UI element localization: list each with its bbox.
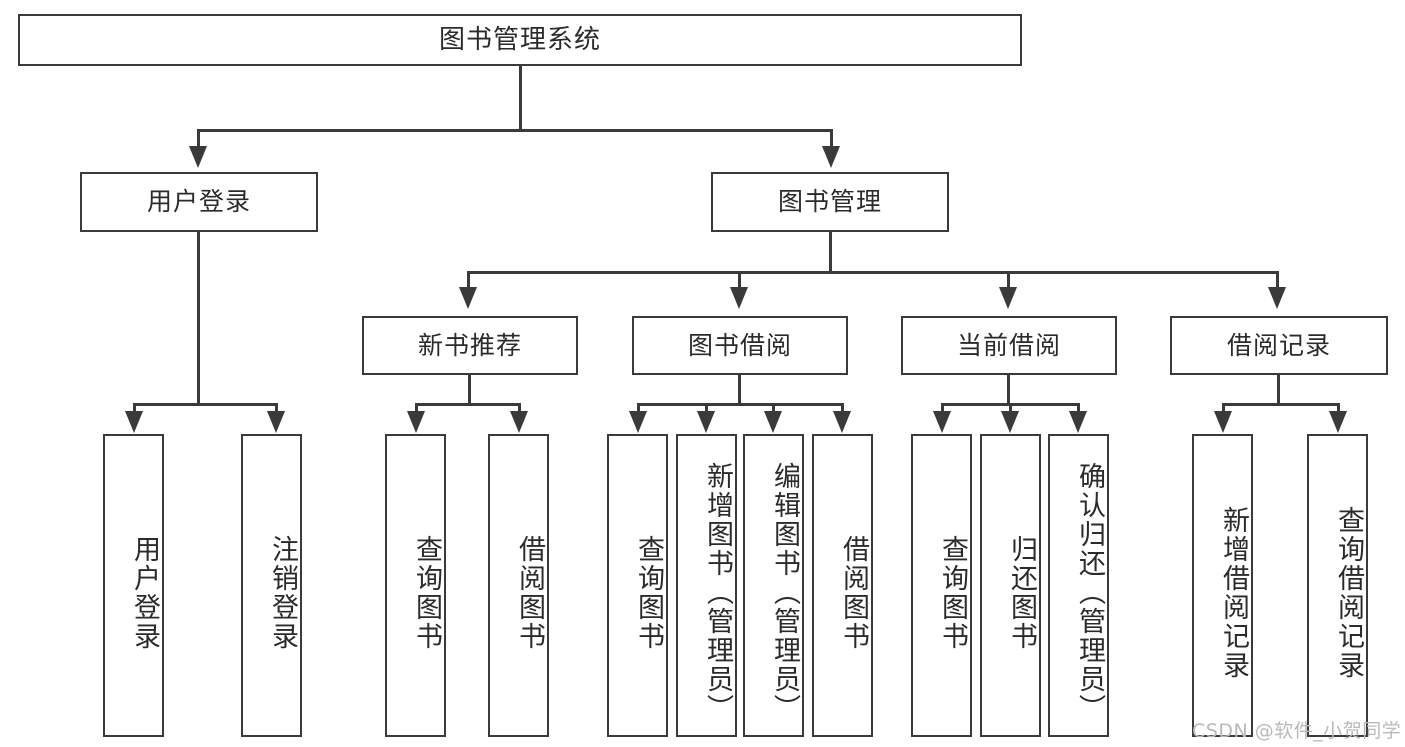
leaf-add-borrow-record[interactable]: 新增借阅记录: [1192, 434, 1253, 737]
node-root-system[interactable]: 图书管理系统: [18, 14, 1022, 66]
arrow-to-book-borrow: [730, 287, 748, 309]
node-label: 查询图书: [411, 534, 442, 651]
connector-new-book-drop-1: [415, 403, 418, 412]
node-book-manage[interactable]: 图书管理: [711, 172, 949, 232]
node-label: 当前借阅: [956, 330, 1061, 360]
arrow-to-leaf-confirm-return: [1069, 411, 1087, 433]
node-label: 新增借阅记录: [1218, 505, 1249, 680]
leaf-return-book[interactable]: 归还图书: [980, 434, 1041, 737]
node-book-borrow[interactable]: 图书借阅: [632, 316, 848, 375]
connector-book-borrow-drop-1: [637, 403, 640, 412]
arrow-to-leaf-query-book-b: [629, 411, 647, 433]
node-borrow-record[interactable]: 借阅记录: [1170, 316, 1388, 375]
node-label: 借阅图书: [838, 534, 869, 651]
leaf-borrow-book-newbook[interactable]: 借阅图书: [488, 434, 549, 737]
arrow-to-leaf-user-login: [125, 411, 143, 433]
connector-new-book-drop-2: [518, 403, 521, 412]
connector-book-borrow-drop-4: [841, 403, 844, 412]
node-label: 用户登录: [146, 187, 251, 217]
connector-borrow-record-stem: [1277, 375, 1280, 404]
arrow-to-borrow-record: [1268, 287, 1286, 309]
node-label: 注销登录: [267, 534, 298, 651]
arrow-to-leaf-query-book-c: [933, 411, 951, 433]
connector-level3-drop-3: [1007, 271, 1010, 288]
connector-current-borrow-drop-2: [1009, 403, 1012, 412]
connector-root-bus: [197, 129, 833, 132]
connector-book-manage-stem: [829, 232, 832, 272]
connector-borrow-record-bus: [1222, 403, 1340, 406]
connector-book-borrow-bus: [637, 403, 844, 406]
node-label: 借阅记录: [1226, 330, 1331, 360]
node-label: 查询图书: [633, 534, 664, 651]
leaf-query-book-current[interactable]: 查询图书: [911, 434, 972, 737]
arrow-to-leaf-add-record: [1214, 411, 1232, 433]
node-new-book-recommend[interactable]: 新书推荐: [362, 316, 578, 375]
leaf-query-borrow-record[interactable]: 查询借阅记录: [1307, 434, 1368, 737]
connector-level3-drop-2: [738, 271, 741, 288]
connector-root-drop-right: [830, 129, 833, 147]
connector-user-login-bus: [133, 403, 278, 406]
leaf-borrow-book[interactable]: 借阅图书: [812, 434, 873, 737]
arrow-to-new-book: [459, 287, 477, 309]
arrow-to-leaf-edit-book: [764, 411, 782, 433]
connector-current-borrow-drop-3: [1077, 403, 1080, 412]
connector-book-borrow-stem: [738, 375, 741, 404]
node-label: 确认归还（管理员）: [1074, 462, 1105, 723]
connector-book-borrow-drop-3: [772, 403, 775, 412]
node-label: 查询借阅记录: [1333, 505, 1364, 680]
connector-user-login-stem: [197, 232, 200, 404]
arrow-to-book-manage: [822, 146, 840, 168]
connector-borrow-record-drop-2: [1337, 403, 1340, 412]
connector-current-borrow-stem: [1007, 375, 1010, 404]
node-label: 图书借阅: [687, 330, 792, 360]
arrow-to-leaf-return-book: [1001, 411, 1019, 433]
arrow-to-leaf-query-book-a: [407, 411, 425, 433]
arrow-to-leaf-query-record: [1329, 411, 1347, 433]
arrow-to-leaf-borrow-book-b: [833, 411, 851, 433]
connector-borrow-record-drop-1: [1222, 403, 1225, 412]
arrow-to-leaf-add-book: [697, 411, 715, 433]
leaf-query-book-borrow[interactable]: 查询图书: [607, 434, 668, 737]
leaf-logout[interactable]: 注销登录: [241, 434, 302, 737]
node-label: 归还图书: [1006, 534, 1037, 651]
node-label: 编辑图书（管理员）: [769, 462, 800, 723]
connector-level3-drop-4: [1276, 271, 1279, 288]
node-label: 借阅图书: [514, 534, 545, 651]
node-current-borrow[interactable]: 当前借阅: [901, 316, 1117, 375]
node-label: 图书管理系统: [438, 24, 601, 55]
connector-level3-bus: [467, 271, 1279, 274]
connector-user-login-drop-1: [133, 403, 136, 412]
leaf-user-login[interactable]: 用户登录: [103, 434, 164, 737]
arrow-to-user-login: [189, 146, 207, 168]
connector-new-book-bus: [415, 403, 521, 406]
arrow-to-leaf-borrow-book-a: [510, 411, 528, 433]
connector-root-drop-left: [197, 129, 200, 147]
arrow-to-leaf-logout: [267, 411, 285, 433]
arrow-to-current-borrow: [999, 287, 1017, 309]
node-label: 查询图书: [937, 534, 968, 651]
leaf-query-book-newbook[interactable]: 查询图书: [385, 434, 446, 737]
node-label: 用户登录: [129, 534, 160, 651]
node-user-login[interactable]: 用户登录: [80, 172, 318, 232]
leaf-confirm-return-admin[interactable]: 确认归还（管理员）: [1048, 434, 1109, 737]
node-label: 图书管理: [777, 187, 882, 217]
connector-user-login-drop-2: [275, 403, 278, 412]
leaf-add-book-admin[interactable]: 新增图书（管理员）: [676, 434, 737, 737]
node-label: 新书推荐: [417, 330, 522, 360]
connector-book-borrow-drop-2: [705, 403, 708, 412]
connector-current-borrow-drop-1: [941, 403, 944, 412]
connector-root-vertical: [519, 66, 522, 129]
leaf-edit-book-admin[interactable]: 编辑图书（管理员）: [743, 434, 804, 737]
connector-level3-drop-1: [467, 271, 470, 288]
connector-new-book-stem: [468, 375, 471, 404]
node-label: 新增图书（管理员）: [702, 462, 733, 723]
